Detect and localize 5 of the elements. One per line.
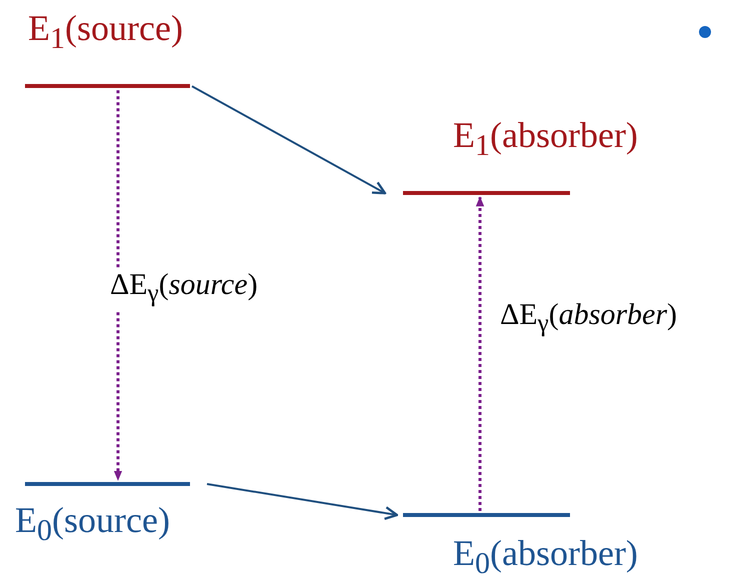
energy-level-label: E$_{0}$(source) [15,500,170,550]
energy-level-label: E$_{0}$(absorber) [453,533,638,582]
energy-level-label: E$_{1}$(absorber) [453,115,638,164]
energy-level-label: E$_{1}$(source) [28,8,183,58]
edge-label: ΔE$_{γ}$(source) [110,268,258,311]
